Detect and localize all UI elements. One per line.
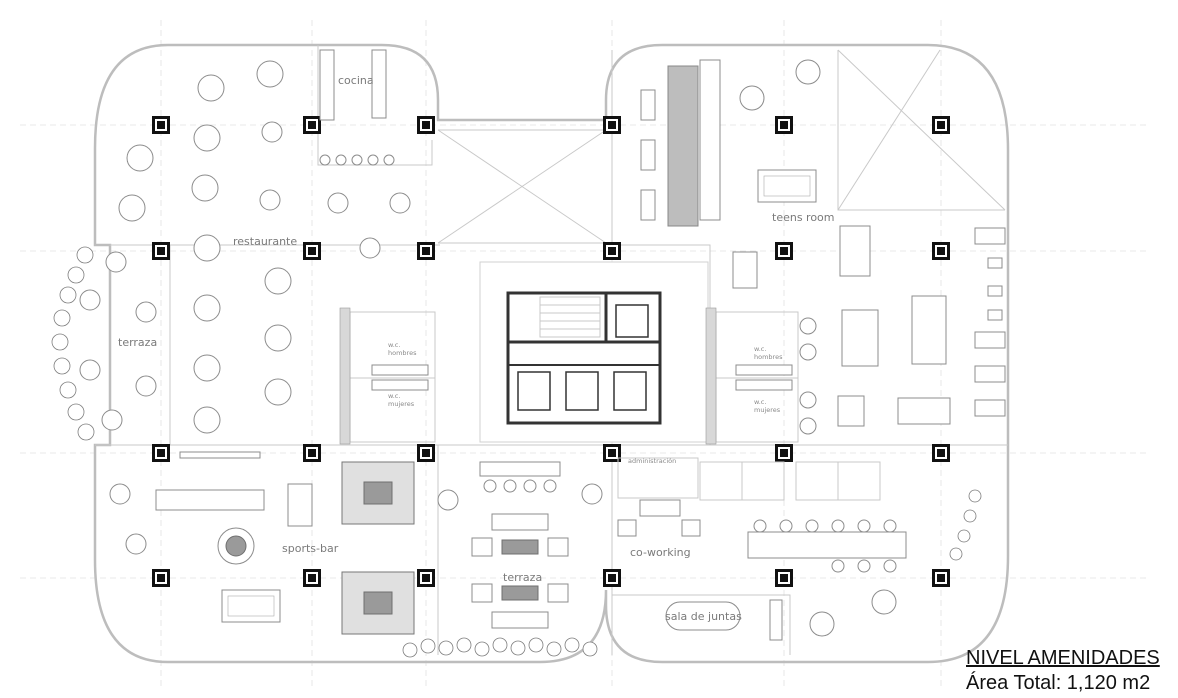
column (932, 569, 950, 587)
wc-block-left (339, 307, 436, 445)
column (152, 444, 170, 462)
planter-left (51, 246, 157, 441)
room-label-wc-hombres-left: w.c.hombres (388, 341, 417, 357)
column (152, 116, 170, 134)
room-label-sports-bar: sports-bar (282, 542, 339, 555)
room-label-restaurante: restaurante (233, 235, 297, 248)
column (603, 444, 621, 462)
column (152, 569, 170, 587)
structural-columns (152, 116, 950, 587)
room-label-cocina: cocina (338, 74, 374, 87)
column (775, 444, 793, 462)
elevator-stair-core (479, 261, 709, 443)
column (775, 242, 793, 260)
column (775, 116, 793, 134)
column (932, 116, 950, 134)
column (603, 242, 621, 260)
column (603, 116, 621, 134)
column (303, 242, 321, 260)
room-label-teens-room: teens room (772, 211, 835, 224)
room-label-terraza-left: terraza (118, 336, 157, 349)
room-label-wc-hombres-right: w.c.hombres (754, 345, 783, 361)
column (303, 569, 321, 587)
room-label-sala-de-juntas: sala de juntas (665, 610, 742, 623)
sports-bar-furniture (109, 451, 459, 635)
column (152, 242, 170, 260)
center-terrace-furniture (471, 461, 603, 629)
wc-block-right (705, 307, 799, 445)
column (932, 242, 950, 260)
column (417, 569, 435, 587)
room-label-wc-mujeres-left: w.c.mujeres (388, 392, 415, 408)
room-label-wc-mujeres-right: w.c.mujeres (754, 398, 781, 414)
room-label-co-working: co-working (630, 546, 691, 559)
kitchen-counters (319, 49, 395, 166)
level-title: NIVEL AMENIDADES (966, 647, 1160, 669)
co-working-furniture (617, 457, 982, 641)
column (417, 444, 435, 462)
column (932, 444, 950, 462)
restaurant-tables (118, 60, 411, 434)
column (775, 569, 793, 587)
column (603, 569, 621, 587)
building-outline (93, 43, 1010, 664)
room-label-administracion: administración (628, 457, 676, 465)
column (417, 242, 435, 260)
column (417, 116, 435, 134)
room-label-terraza-center: terraza (503, 571, 542, 584)
title-block: NIVEL AMENIDADES Área Total: 1,120 m2 (966, 646, 1171, 696)
total-area: Área Total: 1,120 m2 (966, 672, 1151, 694)
planter-bottom (402, 637, 598, 658)
column (303, 116, 321, 134)
column (303, 444, 321, 462)
teens-room-furniture (640, 59, 1006, 435)
